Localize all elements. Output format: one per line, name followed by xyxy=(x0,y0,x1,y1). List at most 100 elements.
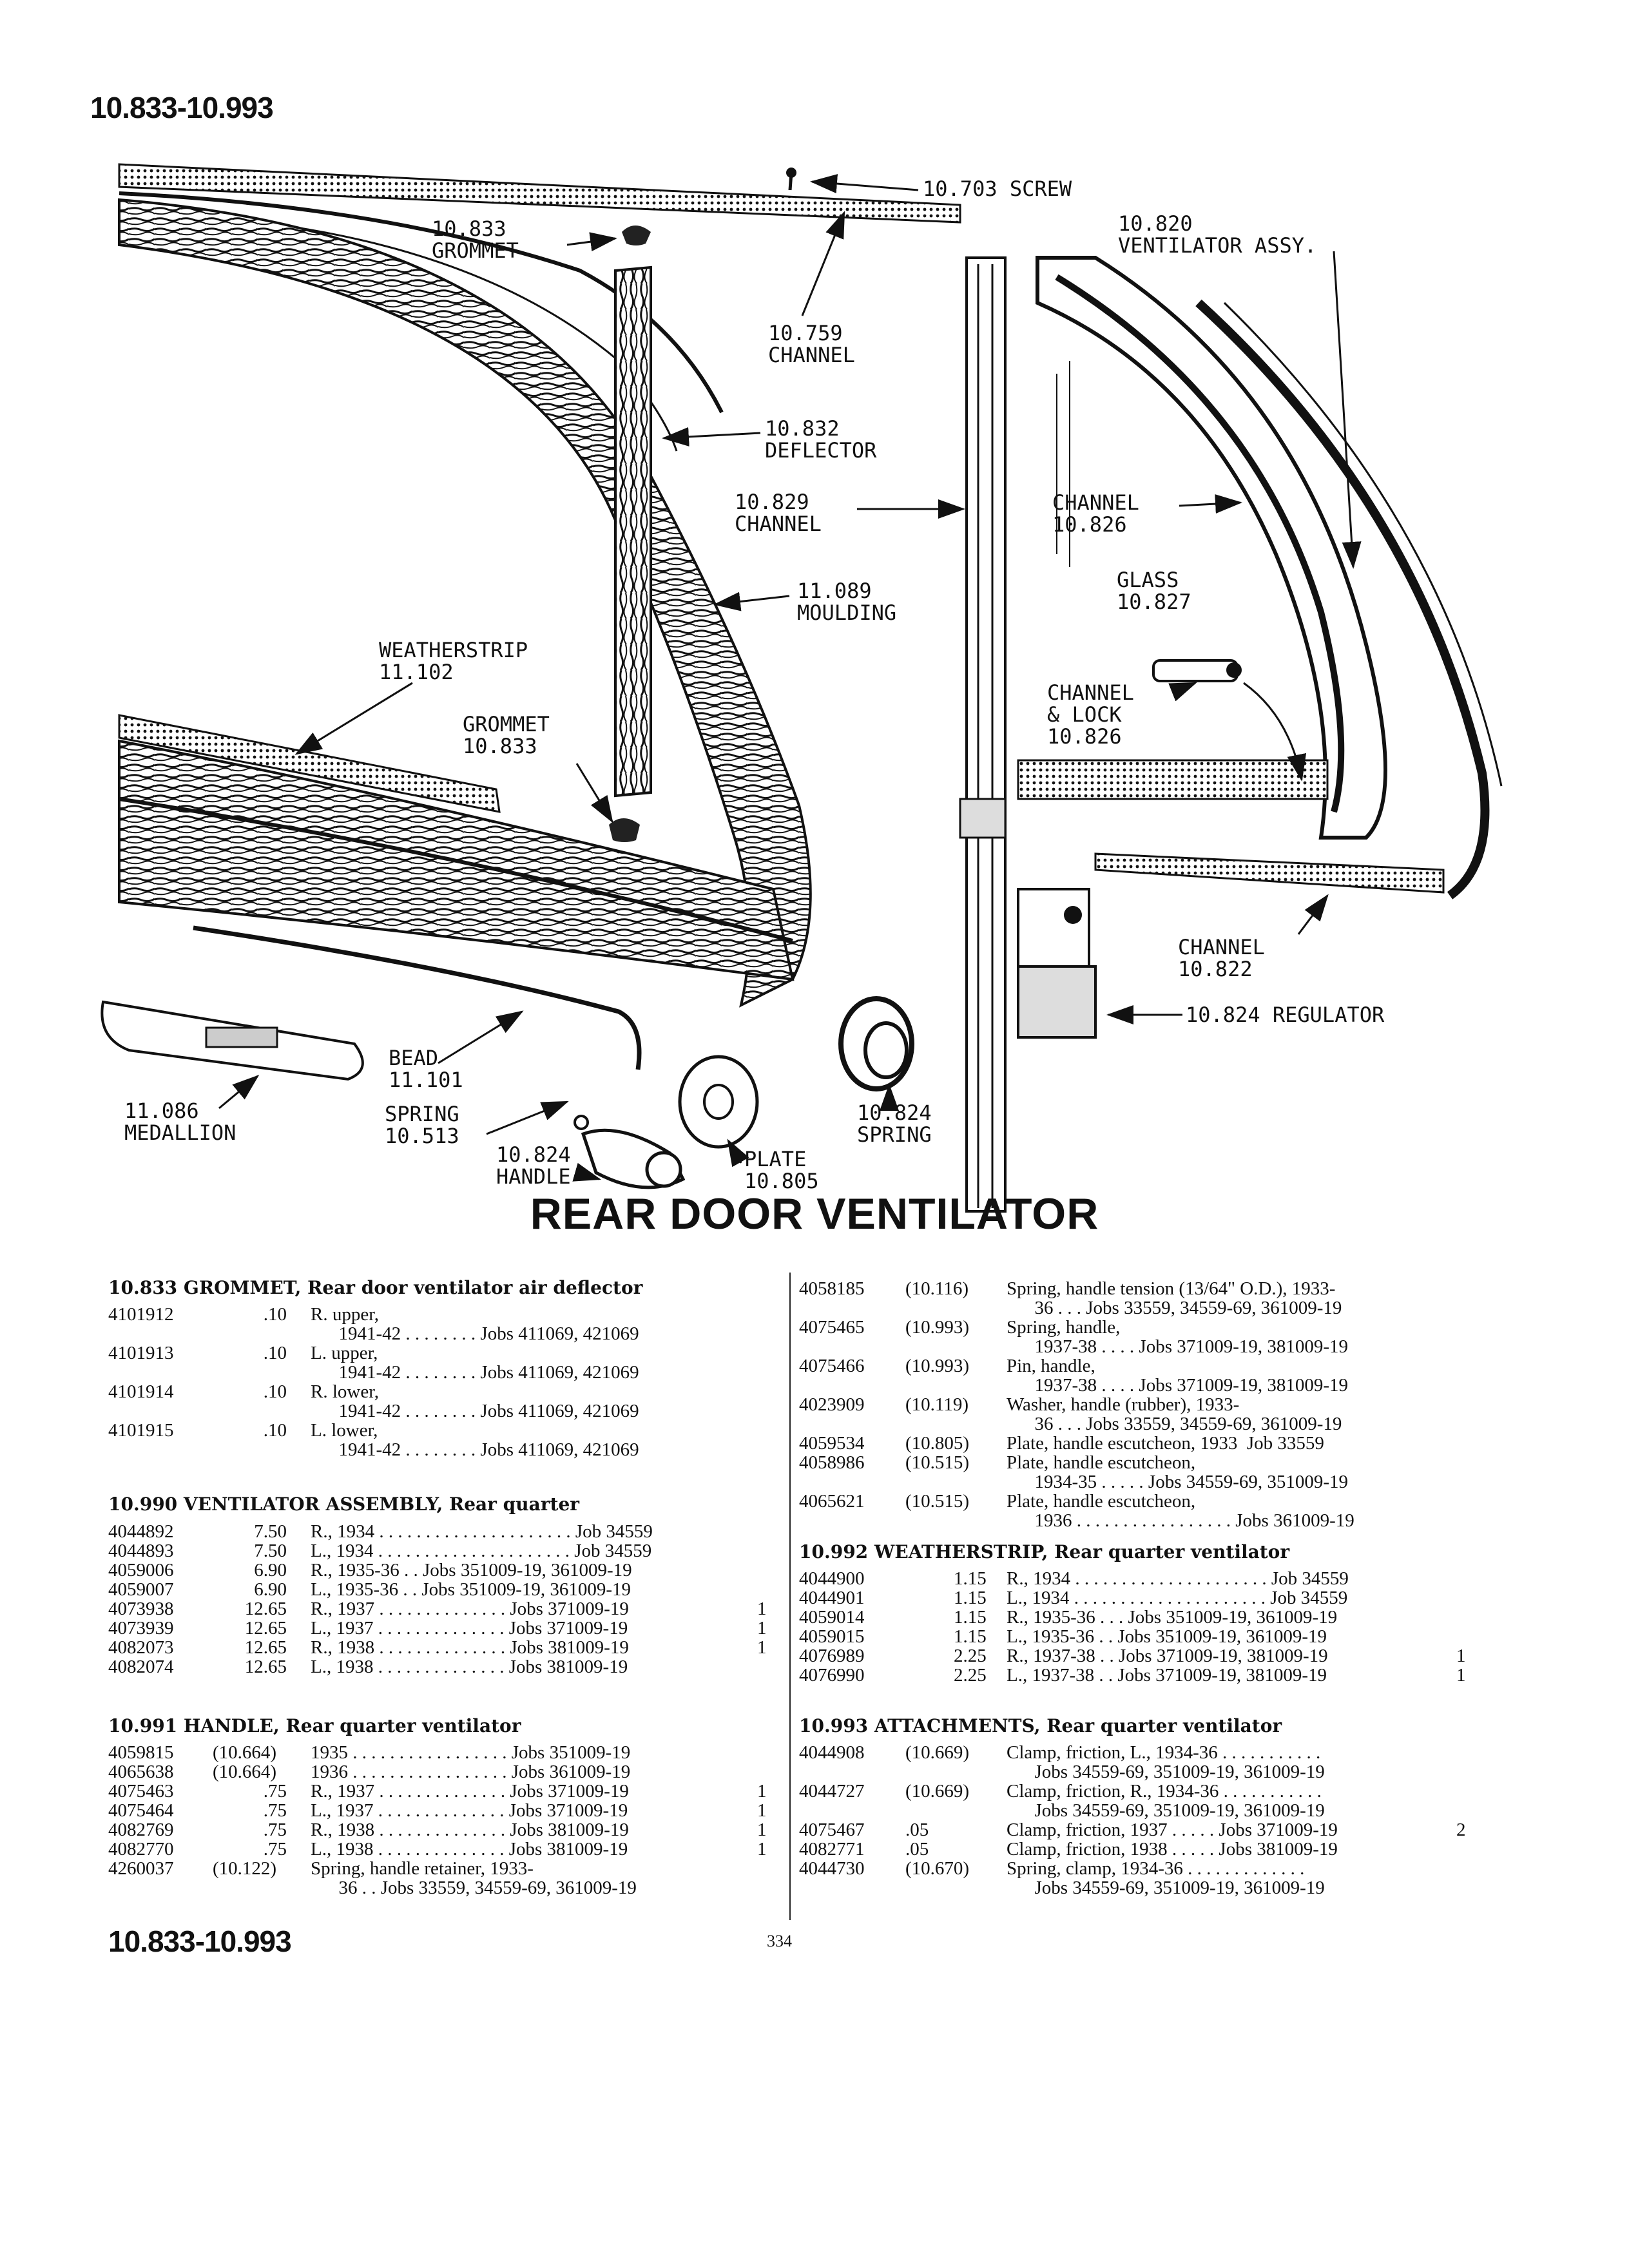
cell-part: 4059815 xyxy=(108,1742,174,1763)
cell-part: 4065621 xyxy=(799,1491,865,1512)
cell-ref: (10.122) xyxy=(213,1858,277,1879)
cell-ref: .05 xyxy=(905,1839,929,1860)
cell-qty: 1 xyxy=(1456,1665,1466,1686)
page-title: REAR DOOR VENTILATOR xyxy=(530,1189,1099,1238)
cell-desc: R., 1934 . . . . . . . . . . . . . . . .… xyxy=(1007,1568,1349,1589)
label-plate: PLATE 10.805 xyxy=(744,1147,819,1193)
cell-ref: (10.664) xyxy=(213,1762,277,1782)
cell-part: 4058185 xyxy=(799,1278,865,1299)
section-heading-10-833: 10.833 GROMMET, Rear door ventilator air… xyxy=(108,1277,643,1298)
cell-ref: (10.669) xyxy=(905,1742,970,1763)
label-channel-822: CHANNEL 10.822 xyxy=(1178,935,1265,981)
cell-part: 4082771 xyxy=(799,1839,865,1860)
label-handle: 10.824 HANDLE xyxy=(496,1142,571,1189)
column-divider xyxy=(789,1273,791,1920)
cell-desc: Washer, handle (rubber), 1933- xyxy=(1007,1394,1240,1415)
cell-ref: (10.119) xyxy=(905,1394,969,1415)
label-glass: GLASS 10.827 xyxy=(1117,568,1191,614)
cell-part: 4075465 xyxy=(799,1317,865,1338)
weatherstrip-part xyxy=(118,714,501,813)
cell-desc: 36 . . Jobs 33559, 34559-69, 361009-19 xyxy=(311,1878,637,1898)
cell-desc: L., 1934 . . . . . . . . . . . . . . . .… xyxy=(311,1541,652,1561)
cell-desc: L. upper, xyxy=(311,1343,378,1363)
cell-part: 4023909 xyxy=(799,1394,865,1415)
cell-part: 4075466 xyxy=(799,1356,865,1376)
label-ventilator-assy: 10.820 VENTILATOR ASSY. xyxy=(1118,211,1317,258)
page-header-bottom: 10.833-10.993 xyxy=(108,1925,292,1958)
cell-desc: L., 1938 . . . . . . . . . . . . . . Job… xyxy=(311,1839,628,1860)
cell-desc: Clamp, friction, 1937 . . . . . Jobs 371… xyxy=(1007,1820,1338,1840)
cell-desc: Jobs 34559-69, 351009-19, 361009-19 xyxy=(1007,1800,1325,1821)
cell-price: 7.50 xyxy=(254,1541,287,1561)
cell-part: 4044730 xyxy=(799,1858,865,1879)
cell-part: 4082769 xyxy=(108,1820,174,1840)
cell-qty: 1 xyxy=(1456,1646,1466,1666)
cell-part: 4059006 xyxy=(108,1560,174,1581)
cell-part: 4044892 xyxy=(108,1521,174,1542)
cell-price: .10 xyxy=(263,1381,287,1402)
cell-ref: (10.515) xyxy=(905,1452,970,1473)
cell-desc: 1941-42 . . . . . . . . Jobs 411069, 421… xyxy=(311,1362,639,1383)
cell-price: .75 xyxy=(263,1781,287,1802)
cell-desc: R., 1937 . . . . . . . . . . . . . . Job… xyxy=(311,1599,629,1619)
cell-qty: 1 xyxy=(757,1820,767,1840)
cell-price: 7.50 xyxy=(254,1521,287,1542)
leader-lines xyxy=(218,174,1362,1182)
cell-desc: 1936 . . . . . . . . . . . . . . . . . J… xyxy=(1007,1510,1354,1531)
cell-desc: R. lower, xyxy=(311,1381,379,1402)
cell-desc: Spring, handle tension (13/64" O.D.), 19… xyxy=(1007,1278,1336,1299)
cell-part: 4059015 xyxy=(799,1626,865,1647)
cell-desc: L., 1934 . . . . . . . . . . . . . . . .… xyxy=(1007,1588,1348,1608)
cell-desc: R., 1938 . . . . . . . . . . . . . . Job… xyxy=(311,1820,629,1840)
cell-part: 4044901 xyxy=(799,1588,865,1608)
cell-desc: R., 1934 . . . . . . . . . . . . . . . .… xyxy=(311,1521,653,1542)
cell-part: 4082074 xyxy=(108,1657,174,1677)
bead-part xyxy=(193,925,642,1070)
screw-part xyxy=(786,168,796,191)
spring-513-part xyxy=(574,1115,589,1130)
cell-desc: L., 1937 . . . . . . . . . . . . . . Job… xyxy=(311,1618,628,1639)
label-deflector: 10.832 DEFLECTOR xyxy=(765,416,877,463)
cell-part: 4101914 xyxy=(108,1381,174,1402)
cell-part: 4082770 xyxy=(108,1839,174,1860)
label-moulding: 11.089 MOULDING xyxy=(797,579,897,625)
cell-part: 4044893 xyxy=(108,1541,174,1561)
cell-desc: L., 1937 . . . . . . . . . . . . . . Job… xyxy=(311,1800,628,1821)
handle-part xyxy=(581,1128,686,1189)
channel-lock-part xyxy=(1152,659,1242,682)
cell-price: 12.65 xyxy=(244,1618,287,1639)
medallion-part xyxy=(101,1000,364,1081)
cell-desc: R., 1937 . . . . . . . . . . . . . . Job… xyxy=(311,1781,629,1802)
cell-desc: Plate, handle escutcheon, xyxy=(1007,1452,1196,1473)
cell-desc: 1941-42 . . . . . . . . Jobs 411069, 421… xyxy=(311,1439,639,1460)
deflector-part xyxy=(614,265,652,798)
label-weatherstrip: WEATHERSTRIP 11.102 xyxy=(379,638,528,684)
cell-price: .10 xyxy=(263,1420,287,1441)
label-channel-826a: CHANNEL 10.826 xyxy=(1052,490,1139,537)
cell-part: 4044727 xyxy=(799,1781,865,1802)
cell-qty: 1 xyxy=(757,1781,767,1802)
cell-desc: Jobs 34559-69, 351009-19, 361009-19 xyxy=(1007,1878,1325,1898)
cell-desc: Plate, handle escutcheon, xyxy=(1007,1491,1196,1512)
page-number: 334 xyxy=(767,1932,792,1950)
cell-desc: 1941-42 . . . . . . . . Jobs 411069, 421… xyxy=(311,1323,639,1344)
regulator-part xyxy=(1017,888,1097,1039)
cell-desc: Plate, handle escutcheon, 1933 Job 33559 xyxy=(1007,1433,1324,1454)
cell-ref: (10.515) xyxy=(905,1491,970,1512)
cell-qty: 1 xyxy=(757,1618,767,1639)
label-spring-513: SPRING 10.513 xyxy=(385,1102,459,1148)
cell-desc: 1937-38 . . . . Jobs 371009-19, 381009-1… xyxy=(1007,1336,1349,1357)
cell-desc: Jobs 34559-69, 351009-19, 361009-19 xyxy=(1007,1762,1325,1782)
page-header-top: 10.833-10.993 xyxy=(90,91,274,124)
cell-desc: L. lower, xyxy=(311,1420,378,1441)
cell-desc: Clamp, friction, 1938 . . . . . Jobs 381… xyxy=(1007,1839,1338,1860)
cell-price: .75 xyxy=(263,1820,287,1840)
cell-price: .10 xyxy=(263,1343,287,1363)
cell-price: 12.65 xyxy=(244,1599,287,1619)
label-grommet-top: 10.833 GROMMET xyxy=(432,216,519,263)
section-heading-10-991: 10.991 HANDLE, Rear quarter ventilator xyxy=(108,1715,521,1736)
cell-ref: 1.15 xyxy=(954,1626,987,1647)
label-channel-829: 10.829 CHANNEL xyxy=(735,490,822,536)
cell-ref: (10.805) xyxy=(905,1433,970,1454)
cell-part: 4075464 xyxy=(108,1800,174,1821)
